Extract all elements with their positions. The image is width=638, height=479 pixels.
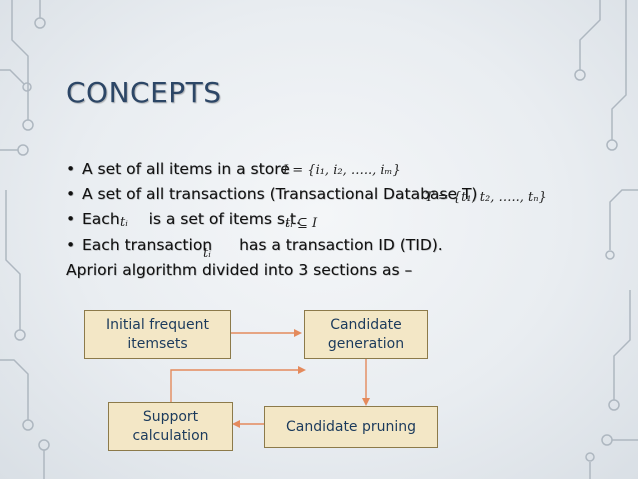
bullet-text-3: Each (82, 210, 120, 228)
candidate-generation-box: Candidate generation (304, 310, 428, 359)
bullet-icon: • (66, 236, 76, 254)
transaction-set-formula: T = {t₁, t₂, ….., tₙ} (425, 190, 547, 205)
bullet-item-1: • A set of all items in a store (66, 160, 290, 178)
candidate-pruning-box: Candidate pruning (264, 406, 438, 448)
subset-formula: tᵢ ⊆ I (285, 216, 318, 231)
bullet-item-2: • A set of all transactions (Transactiona… (66, 185, 477, 203)
bullet-icon: • (66, 160, 76, 178)
bullet-text-4: Each transaction (82, 236, 213, 254)
bullet-icon: • (66, 210, 76, 228)
page-title: CONCEPTS (66, 76, 222, 109)
flow-connectors (170, 329, 370, 428)
support-calculation-box: Support calculation (108, 402, 233, 451)
bullet-item-3: • Each is a set of items s.t. (66, 210, 301, 228)
ti-symbol: tᵢ (120, 215, 128, 230)
bullet-text-1: A set of all items in a store (82, 160, 290, 178)
summary-text: Apriori algorithm divided into 3 section… (66, 261, 413, 279)
bullet-text-2: A set of all transactions (Transactional… (82, 185, 478, 203)
bullet-item-4: • Each transaction has a transaction ID (… (66, 236, 443, 254)
ti-symbol-2: tᵢ (203, 246, 211, 261)
initial-itemsets-box: Initial frequent itemsets (84, 310, 231, 359)
bullet-text-4-after: has a transaction ID (TID). (239, 236, 443, 254)
items-set-formula: I = {i₁, i₂, ….., iₘ} (283, 163, 401, 178)
bullet-icon: • (66, 185, 76, 203)
bullet-text-3-after: is a set of items s.t. (148, 210, 301, 228)
